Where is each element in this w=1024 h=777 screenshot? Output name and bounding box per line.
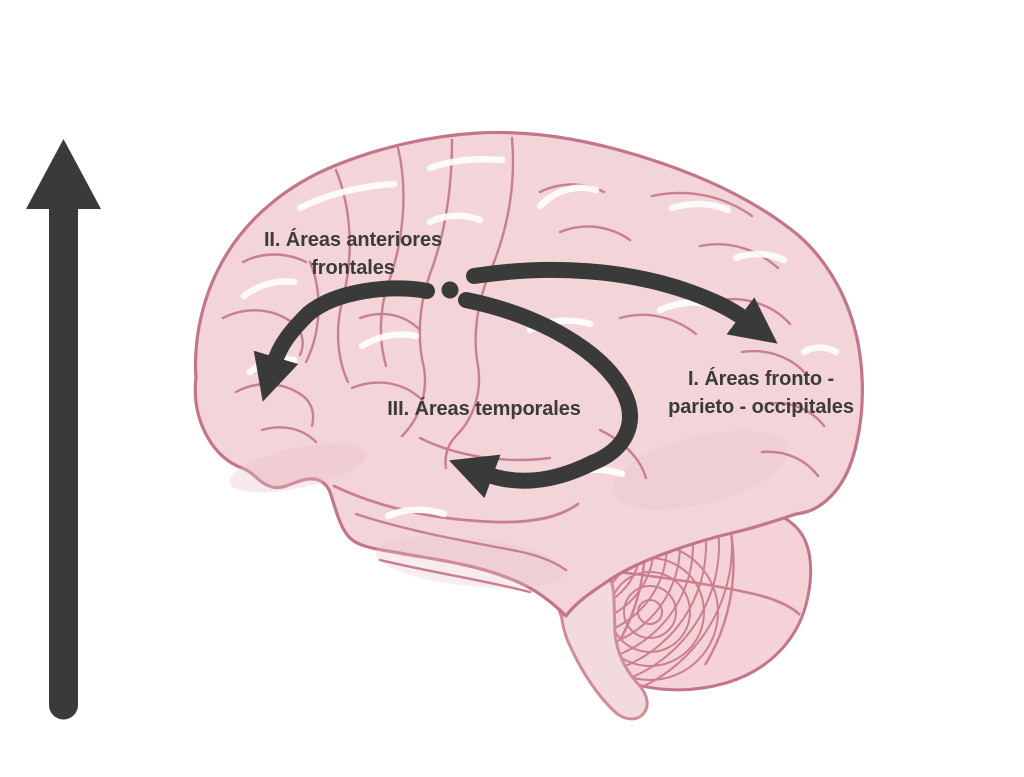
origin-dot: [441, 281, 459, 299]
gyri-lines: [221, 136, 826, 594]
arrow-to-temporal-areas-icon: [448, 292, 638, 499]
cerebrum-shading: [229, 430, 788, 588]
arrow-to-fronto-parieto-occipital-icon: [466, 261, 778, 344]
arrow-to-frontal-areas-icon: [253, 280, 435, 402]
label-fronto-parieto-occipital-line2: parieto - occipitales: [668, 396, 854, 418]
cerebrum-shape: [193, 130, 864, 618]
upward-growth-arrow-icon: [26, 139, 101, 720]
flow-arrows: [253, 261, 778, 499]
label-fronto-parieto-occipital-line1: I. Áreas fronto -: [687, 368, 835, 390]
label-anterior-frontal-line1: II. Áreas anteriores: [263, 229, 443, 251]
label-anterior-frontal-line2: frontales: [311, 257, 395, 279]
label-anterior-frontal-areas: II. Áreas anteriores frontales: [233, 226, 473, 282]
label-temporal-areas: III. Áreas temporales: [354, 395, 614, 423]
label-temporal-line1: III. Áreas temporales: [387, 398, 581, 420]
label-fronto-parieto-occipital-areas: I. Áreas fronto - parieto - occipitales: [645, 365, 877, 421]
